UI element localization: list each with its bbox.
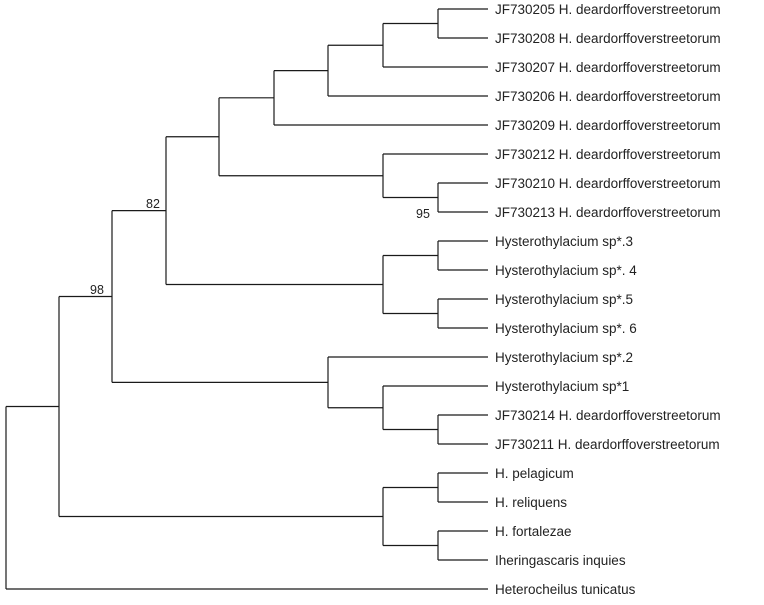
leaf-label: Hysterothylacium sp*1 bbox=[495, 379, 629, 394]
leaf-label: Hysterothylacium sp*.3 bbox=[495, 234, 633, 249]
leaf-label: JF730206 H. deardorffoverstreetorum bbox=[495, 89, 721, 104]
leaf-label: H. fortalezae bbox=[495, 524, 572, 539]
leaf-label: Heterocheilus tunicatus bbox=[495, 582, 636, 597]
leaf-label: H. pelagicum bbox=[495, 466, 574, 481]
leaf-label: JF730208 H. deardorffoverstreetorum bbox=[495, 31, 721, 46]
tree-branches bbox=[5, 8, 488, 590]
leaf-label: JF730209 H. deardorffoverstreetorum bbox=[495, 118, 721, 133]
leaf-label: JF730210 H. deardorffoverstreetorum bbox=[495, 176, 721, 191]
leaf-label: Iheringascaris inquies bbox=[495, 553, 626, 568]
leaf-label: H. reliquens bbox=[495, 495, 567, 510]
leaf-labels: JF730205 H. deardorffoverstreetorum JF73… bbox=[495, 2, 721, 597]
leaf-label: Hysterothylacium sp*.2 bbox=[495, 350, 633, 365]
leaf-label: Hysterothylacium sp*. 4 bbox=[495, 263, 637, 278]
leaf-label: JF730212 H. deardorffoverstreetorum bbox=[495, 147, 721, 162]
leaf-label: JF730213 H. deardorffoverstreetorum bbox=[495, 205, 721, 220]
support-value-95: 95 bbox=[416, 207, 430, 221]
leaf-label: Hysterothylacium sp*.5 bbox=[495, 292, 633, 307]
leaf-label: JF730205 H. deardorffoverstreetorum bbox=[495, 2, 721, 17]
leaf-label: JF730211 H. deardorffoverstreetorum bbox=[495, 437, 720, 452]
leaf-label: JF730214 H. deardorffoverstreetorum bbox=[495, 408, 721, 423]
leaf-label: JF730207 H. deardorffoverstreetorum bbox=[495, 60, 721, 75]
support-value-98: 98 bbox=[90, 283, 104, 297]
support-value-82: 82 bbox=[146, 197, 160, 211]
leaf-label: Hysterothylacium sp*. 6 bbox=[495, 321, 637, 336]
